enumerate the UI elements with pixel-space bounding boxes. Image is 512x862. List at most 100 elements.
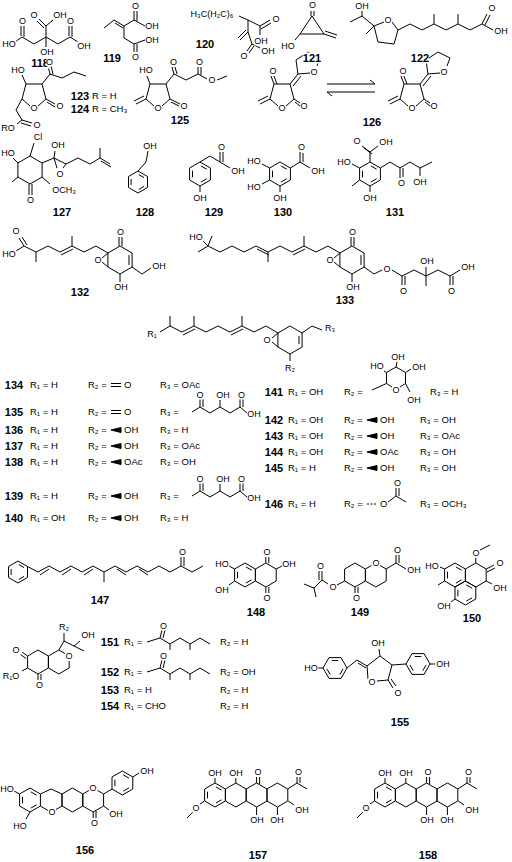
ring-bond [416, 783, 437, 807]
atom-label: OH [247, 410, 261, 419]
atom-label: R₂ [285, 364, 295, 373]
substituent-text: R₂ = [344, 499, 363, 509]
substituent-text: R₂ = H [220, 685, 248, 695]
substituent-text: R₁ = CHO [124, 701, 166, 711]
chain-bond [104, 11, 145, 52]
substituent-text: R₃ = [160, 491, 179, 501]
atom-label: HO [139, 66, 153, 75]
substituent-text: OH [124, 425, 138, 435]
ring-bond [190, 162, 211, 186]
ring-bond [270, 162, 291, 186]
atom-label: OH [216, 475, 230, 484]
atom-label: OH [413, 178, 427, 187]
atom-label: OH [261, 47, 275, 56]
substituent-text: R₂ = [344, 447, 363, 457]
atom-label: O [12, 646, 19, 655]
compound-number: 135 [5, 407, 23, 418]
substituent-text: R₃ = OH [420, 447, 456, 457]
atom-label: O [272, 15, 279, 24]
substituent-text: R = CH₃ [92, 104, 127, 114]
atom-label: OH [145, 36, 159, 45]
atom-label: O [46, 58, 53, 67]
atom-label: OH [229, 769, 243, 778]
ring-bond [323, 658, 347, 679]
compound-number: 153 [101, 685, 119, 696]
ring-bond [267, 783, 288, 807]
atom-label: O [400, 287, 407, 296]
atom-label: O [196, 391, 203, 400]
atom-label: O [329, 583, 336, 592]
atom-label: OH [379, 138, 393, 147]
compound-number: 129 [205, 207, 223, 218]
atom-label: OH [465, 806, 479, 815]
substituent-text: R₂ = [344, 431, 363, 441]
substituent-text: R₁ = H [288, 463, 316, 473]
ring-bond [340, 246, 364, 274]
ring-bond [205, 783, 226, 807]
atom-label: O [278, 104, 285, 113]
compound-number: 152 [101, 667, 119, 678]
atom-label: O [196, 58, 203, 67]
chain-bond [12, 143, 111, 195]
atom-label: O [160, 622, 167, 631]
atom-label: OH [407, 396, 421, 405]
substituent-text: R₁ = H [30, 457, 58, 467]
atom-label: OH [145, 22, 159, 31]
compound-number: 136 [5, 425, 23, 436]
atom-label: OH [391, 353, 405, 362]
atom-label: O [94, 256, 101, 265]
compound-number: 138 [5, 457, 23, 468]
atom-label: HO [2, 250, 16, 259]
atom-label: HO [215, 560, 229, 569]
double-bond [111, 384, 121, 387]
atom-label: OH [399, 769, 413, 778]
compound-number: 150 [463, 613, 481, 624]
atom-label: O [368, 678, 375, 687]
atom-label: O [309, 1, 316, 10]
compound-number: 139 [5, 491, 23, 502]
atom-label: HO [1, 149, 15, 158]
atom-label: O [192, 804, 199, 813]
substituent-text: R₂ = [344, 415, 363, 425]
atom-label: OH [51, 141, 65, 150]
substituent-text: R₃ = OH [420, 415, 456, 425]
atom-label: HO [304, 664, 318, 673]
substituent-text: R₁ = [124, 637, 142, 647]
atom-label: OH [440, 816, 454, 825]
ring-bond [255, 563, 276, 587]
atom-label: HO [2, 40, 16, 49]
atom-label: O [317, 562, 324, 571]
substituent-text: R₂ = [344, 463, 363, 473]
atom-label: OH [282, 560, 296, 569]
atom-label: O [132, 53, 139, 62]
substituent-text: R₁ = OH [288, 447, 323, 457]
atom-label: O [408, 104, 415, 113]
substituent-text: R₁ = H [124, 685, 152, 695]
atom-label: O [424, 768, 431, 777]
substituent-text: R₃ = OCH₃ [420, 499, 467, 509]
atom-label: O [33, 121, 40, 130]
ring-bond [28, 650, 49, 674]
compound-number: 123 [71, 91, 89, 102]
compound-number: 151 [101, 637, 119, 648]
substituent-text: OH [124, 491, 138, 501]
atom-label: O [179, 548, 186, 557]
chain-bond [21, 633, 85, 680]
ring-bond [278, 326, 302, 354]
atom-label: O [263, 594, 270, 603]
chain-bond [147, 660, 210, 680]
atom-label: OH [247, 494, 261, 503]
atom-label: O [263, 548, 270, 557]
chain-bond [357, 777, 477, 818]
atom-label: H₃C(H₂C)₆ [191, 10, 234, 19]
atom-label: O [383, 265, 390, 274]
substituent-text: R₂ = [88, 425, 107, 435]
atom-label: R₁ [147, 330, 157, 339]
atom-label: OH [53, 11, 67, 20]
compound-number: 121 [303, 53, 321, 64]
atom-label: OH [420, 257, 434, 266]
substituent-text: OH [380, 415, 394, 425]
wedge-bond [111, 460, 121, 465]
chain-bond [327, 80, 375, 96]
atom-label: O [353, 594, 360, 603]
